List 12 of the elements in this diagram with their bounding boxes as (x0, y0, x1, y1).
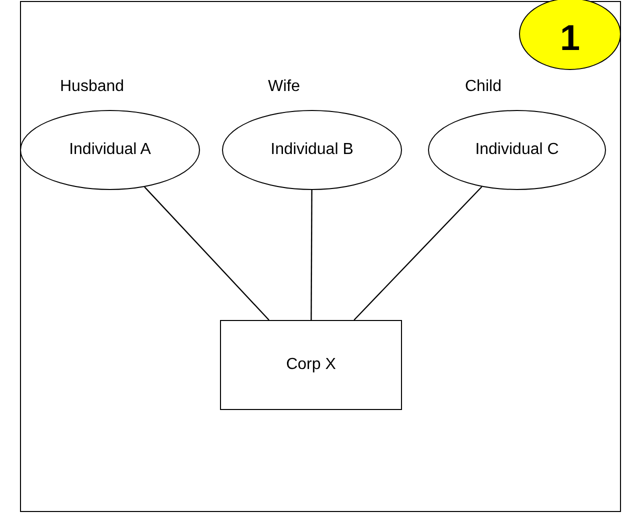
badge-number: 1 (560, 16, 580, 56)
node-label: Individual C (474, 140, 560, 160)
node-label: Corp X (285, 355, 337, 375)
role-label: Husband (60, 77, 124, 97)
role-label: Child (465, 77, 502, 97)
connector-line (144, 186, 270, 320)
node-label: Individual A (68, 140, 152, 160)
connector-line (354, 186, 482, 320)
role-label: Wife (268, 77, 300, 97)
node-label: Individual B (270, 140, 354, 160)
entity-box (220, 320, 402, 410)
connector-line (310, 190, 312, 320)
